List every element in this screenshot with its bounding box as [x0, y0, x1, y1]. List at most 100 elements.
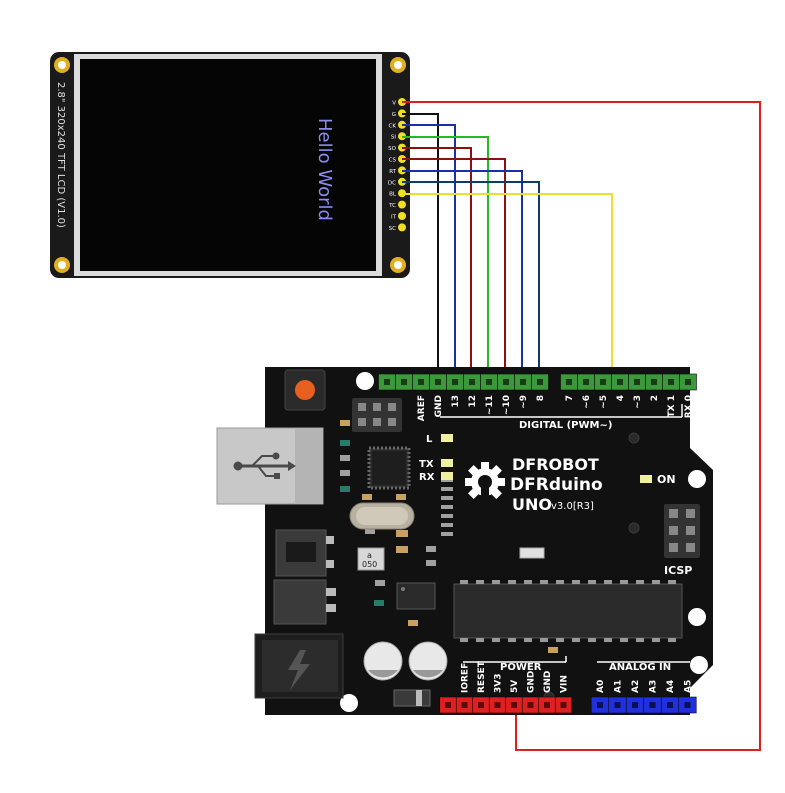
- header-hole: [632, 702, 638, 708]
- header-hole: [478, 702, 484, 708]
- header-hole: [445, 702, 451, 708]
- header-hole: [668, 379, 674, 385]
- tft-pin-label: DC: [388, 180, 396, 186]
- tft-pin-label: CS: [389, 158, 397, 164]
- header-hole: [614, 702, 621, 708]
- wire-so-to-d12: [402, 147, 472, 378]
- smd-capacitor: a 050: [357, 547, 385, 571]
- led-rx: RX: [419, 472, 453, 483]
- wire-rt-to-d9: [402, 170, 523, 378]
- reset-button[interactable]: [284, 369, 326, 411]
- header-hole: [583, 379, 589, 385]
- led-rx-label: RX: [419, 472, 435, 483]
- tft-pin-label: SO: [388, 146, 396, 152]
- header-hole: [544, 702, 550, 708]
- electrolytic-capacitor: [363, 641, 448, 681]
- header-hole: [511, 702, 517, 708]
- tft-pin-label: CK: [389, 123, 397, 129]
- power-regulator: [273, 579, 336, 625]
- digital-header: [378, 373, 697, 391]
- header-hole: [566, 379, 572, 385]
- voltage-regulator: [275, 529, 334, 577]
- tft-pin: [398, 200, 406, 209]
- header-hole: [600, 379, 606, 385]
- digital-pin-label: GND: [434, 395, 444, 417]
- power-pin-label: VIN: [560, 675, 570, 693]
- power-pin-label: IOREF: [461, 663, 471, 693]
- tft-side-label: 2.8" 320x240 TFT LCD (V1.0): [55, 82, 66, 228]
- header-hole: [452, 379, 458, 385]
- power-pin-label: 3V3: [494, 674, 504, 694]
- tft-pin: [398, 212, 406, 220]
- led-tx-label: TX: [419, 459, 434, 470]
- led-on: ON: [640, 473, 676, 486]
- analog-pin-label: A0: [596, 680, 606, 693]
- digital-header-label: DIGITAL (PWM~): [519, 420, 612, 431]
- digital-pin-label: 7: [565, 395, 575, 401]
- model-name: DFRduino: [510, 475, 603, 495]
- header-hole: [527, 702, 534, 708]
- arduino-board: L TX RX ON a 050: [216, 367, 713, 715]
- header-hole: [469, 379, 475, 385]
- digital-pin-label: ~5: [599, 395, 609, 409]
- diode: [393, 689, 431, 707]
- header-hole: [634, 379, 640, 385]
- led-tx: TX: [419, 459, 453, 470]
- tft-module: Hello World 2.8" 320x240 TFT LCD (V1.0) …: [50, 52, 410, 278]
- analog-pin-label: A2: [631, 680, 641, 693]
- wire-bl-to-d4: [402, 193, 613, 378]
- variant-main: UNO: [512, 495, 552, 514]
- analog-pin-label: A3: [649, 680, 659, 693]
- digital-pin-label: 8: [536, 395, 546, 401]
- tft-pin-label: G: [392, 112, 396, 118]
- header-hole: [401, 379, 407, 385]
- analog-header: [590, 696, 697, 714]
- tft-pin-label: V: [392, 101, 396, 107]
- analog-pin-label: A5: [684, 680, 694, 693]
- digital-pin-label: 4: [616, 395, 626, 401]
- dc-jack: [254, 633, 344, 699]
- header-hole: [617, 379, 623, 385]
- header-hole: [435, 379, 441, 385]
- smd-components: [340, 420, 670, 653]
- icsp-label: ICSP: [664, 564, 692, 577]
- analog-header-label: ANALOG IN: [609, 662, 671, 673]
- wire-dc-to-d8: [402, 181, 540, 378]
- usb-icon: [233, 452, 296, 479]
- wires: [402, 101, 761, 751]
- tft-pin-label: SC: [389, 226, 396, 232]
- tft-pin-label: IT: [391, 215, 397, 221]
- header-hole: [597, 702, 603, 708]
- variant-version: v3.0[R3]: [551, 501, 594, 512]
- digital-pin-label: 13: [451, 395, 461, 408]
- header-hole: [384, 379, 390, 385]
- wire-gnd-to-gnd: [402, 113, 439, 378]
- analog-pin-label: A1: [614, 680, 624, 693]
- tft-pin-label: SI: [391, 135, 396, 141]
- icsp-header-small: [352, 398, 402, 432]
- wire-ck-to-d13: [402, 124, 456, 378]
- tft-mounting-hole: [54, 57, 406, 273]
- wire-cs-to-d10: [402, 158, 506, 378]
- wire-vcc-to-5v: [402, 101, 761, 751]
- tft-pin: [398, 223, 406, 232]
- header-hole: [667, 702, 673, 708]
- tft-pin-label: RT: [389, 169, 396, 175]
- tft-pin-label: TC: [388, 203, 396, 209]
- header-hole: [651, 379, 657, 385]
- small-ic: [396, 582, 436, 610]
- header-hole: [461, 702, 468, 708]
- digital-pin-label: ~6: [582, 395, 592, 409]
- led-l: L: [426, 434, 453, 445]
- header-hole: [486, 379, 492, 385]
- usb-chip: [367, 446, 411, 490]
- digital-pin-label: ~9: [519, 395, 529, 409]
- header-hole: [537, 379, 543, 385]
- led-on-label: ON: [657, 473, 676, 486]
- tft-screen-text: Hello World: [314, 118, 335, 221]
- digital-pin-label: TX 1: [667, 395, 677, 417]
- digital-pin-label: ~3: [633, 395, 643, 409]
